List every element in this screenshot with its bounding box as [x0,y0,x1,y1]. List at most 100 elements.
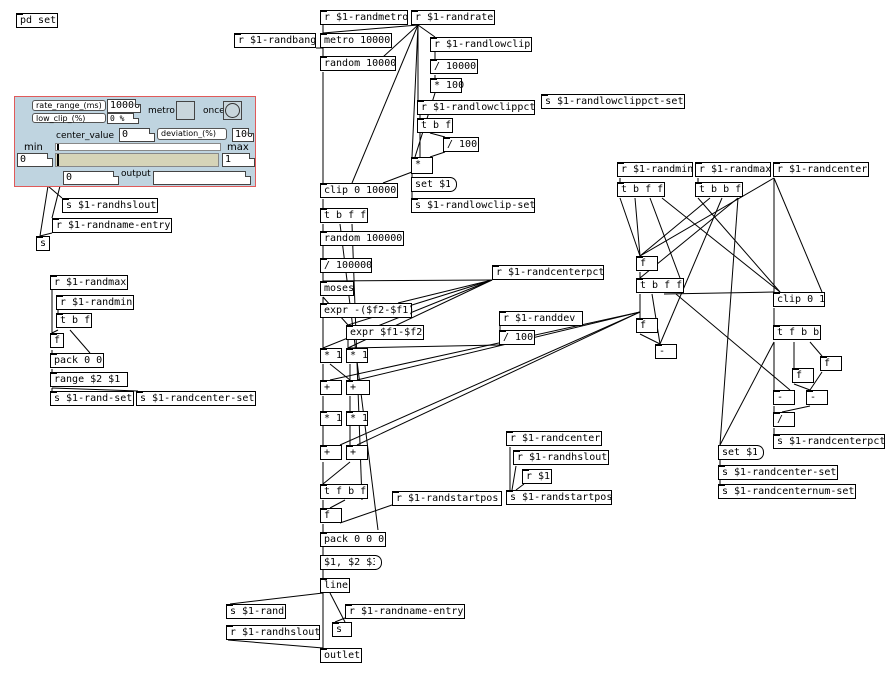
rate-range-label: rate_range_(ms) [32,100,106,111]
r-randhslout-2[interactable]: r $1-randhslout [513,450,609,465]
center-value-number[interactable]: 0 [119,128,155,142]
set-dollar1-right[interactable]: set $1 [718,445,764,460]
s-center-send[interactable]: s [332,622,352,637]
r-randlowclip[interactable]: r $1-randlowclip [430,37,532,52]
low-clip-label: low_clip_(%) [32,113,106,123]
min-label: min [24,142,43,153]
random-100000[interactable]: random 100000 [320,231,404,246]
s-randlowclip-set[interactable]: s $1-randlowclip-set [411,198,535,213]
s-rand[interactable]: s $1-rand [226,604,286,619]
outlet-object[interactable]: outlet [320,648,362,663]
r-randmax-left[interactable]: r $1-randmax [50,275,128,290]
r-dollar1[interactable]: r $1 [522,469,552,484]
expr-diff[interactable]: expr $f1-$f2 [346,325,424,340]
center-value-label: center_value [56,131,115,141]
tbf-left[interactable]: t b f [56,313,92,328]
output-number[interactable]: 0 [63,171,119,185]
random-10000[interactable]: random 10000 [320,56,396,71]
multiply-object[interactable]: * [411,157,433,174]
tbff-right-2[interactable]: t b f f [636,278,684,293]
metro-object[interactable]: metro 10000 [320,33,392,48]
tfbb-right[interactable]: t f b b [773,325,821,340]
f-right-4[interactable]: f [792,368,814,383]
mul-100[interactable]: * 100 [430,78,464,93]
max-number[interactable]: 1 [222,153,255,167]
range-object[interactable]: range $2 $1 [50,372,128,387]
div-10000[interactable]: / 10000 [430,59,478,74]
moses-object[interactable]: moses [320,281,354,296]
r-randstartpos[interactable]: r $1-randstartpos [392,491,502,506]
clip-0-1[interactable]: clip 0 1 [773,292,825,307]
output-slider[interactable] [55,153,219,167]
mul-1-d[interactable]: * 1 [346,411,368,426]
low-clip-number[interactable]: 0 % [107,113,139,124]
s-randlowclippct-set[interactable]: s $1-randlowclippct-set [541,94,685,109]
div-100-a[interactable]: / 100 [443,137,479,152]
tfbf-center[interactable]: t f b f [320,484,368,499]
r-randname-entry[interactable]: r $1-randname-entry [52,218,172,233]
r-randcenter-right[interactable]: r $1-randcenter [773,162,869,177]
minus-right-1[interactable]: - [655,344,677,359]
plus-d[interactable]: + [346,445,368,460]
rate-range-number[interactable]: 10000 [107,99,141,113]
tbff-right[interactable]: t b f f [617,182,665,197]
divide-right[interactable]: / [773,412,795,427]
clip-0-10000[interactable]: clip 0 10000 [320,183,398,198]
min-number[interactable]: 0 [17,153,53,167]
r-randrate[interactable]: r $1-randrate [411,10,495,25]
plus-a[interactable]: + [320,380,342,395]
s-randcenter-set-left[interactable]: s $1-randcenter-set [136,391,256,406]
plus-c[interactable]: + [320,445,342,460]
r-randcenter[interactable]: r $1-randcenter [506,431,602,446]
r-randmin-right[interactable]: r $1-randmin [617,162,693,177]
output-symbol[interactable] [153,171,251,185]
r-randmax-right[interactable]: r $1-randmax [695,162,771,177]
s-randhslout[interactable]: s $1-randhslout [62,198,158,213]
s-randcenterpct[interactable]: s $1-randcenterpct [773,434,885,449]
f-right-2[interactable]: f [636,318,658,333]
deviation-number[interactable]: 100 [232,128,254,142]
set-dollar1-message[interactable]: set $1 [411,177,457,192]
r-randbang[interactable]: r $1-randbang [234,33,316,48]
pack-0-0[interactable]: pack 0 0 [50,353,104,368]
mul-1-b[interactable]: * 1 [346,348,368,363]
line-object[interactable]: line [320,578,350,593]
plus-b[interactable]: + [346,380,370,395]
gop-control-panel: rate_range_(ms) 10000 low_clip_(%) 0 % m… [14,96,256,187]
pack-0-0-0[interactable]: pack 0 0 0 [320,532,386,547]
mul-1-a[interactable]: * 1 [320,348,342,363]
tbff-center[interactable]: t b f f [320,208,368,223]
tbf-center[interactable]: t b f [417,118,453,133]
r-randcenterpct[interactable]: r $1-randcenterpct [492,265,604,280]
expr-neg[interactable]: expr -($f2-$f1) [320,303,414,318]
pd-set-subpatch[interactable]: pd set [16,13,58,28]
center-range-slider[interactable] [55,143,221,151]
f-center[interactable]: f [320,508,342,523]
mul-1-c[interactable]: * 1 [320,411,342,426]
s-rand-set[interactable]: s $1-rand-set [50,391,134,406]
r-randlowclippct[interactable]: r $1-randlowclippct [417,100,535,115]
r-randname-entry-2[interactable]: r $1-randname-entry [345,604,465,619]
s-randcenter-set[interactable]: s $1-randcenter-set [718,465,838,480]
once-bang[interactable] [223,101,242,120]
r-randmetro[interactable]: r $1-randmetro [320,10,408,25]
r-randdev[interactable]: r $1-randdev [499,311,583,326]
div-100-b[interactable]: / 100 [499,330,535,345]
line-message[interactable]: $1, $2 $3 [320,555,382,570]
metro-toggle[interactable] [176,101,195,120]
div-100000[interactable]: / 100000 [320,258,372,273]
s-left-send[interactable]: s [36,236,50,251]
r-randmin-left[interactable]: r $1-randmin [56,295,134,310]
f-left[interactable]: f [50,333,64,348]
r-randhslout[interactable]: r $1-randhslout [226,625,320,640]
deviation-label: deviation_(%) [157,128,227,140]
s-randstartpos[interactable]: s $1-randstartpos [506,490,612,505]
tbbf-right[interactable]: t b b f [695,182,743,197]
output-label: output [121,169,151,179]
f-right-1[interactable]: f [636,256,658,271]
minus-right-3[interactable]: - [806,390,828,405]
f-right-3[interactable]: f [820,356,842,371]
once-label: once [203,106,225,116]
s-randcenternum-set[interactable]: s $1-randcenternum-set [718,484,856,499]
minus-right-2[interactable]: - [773,390,795,405]
